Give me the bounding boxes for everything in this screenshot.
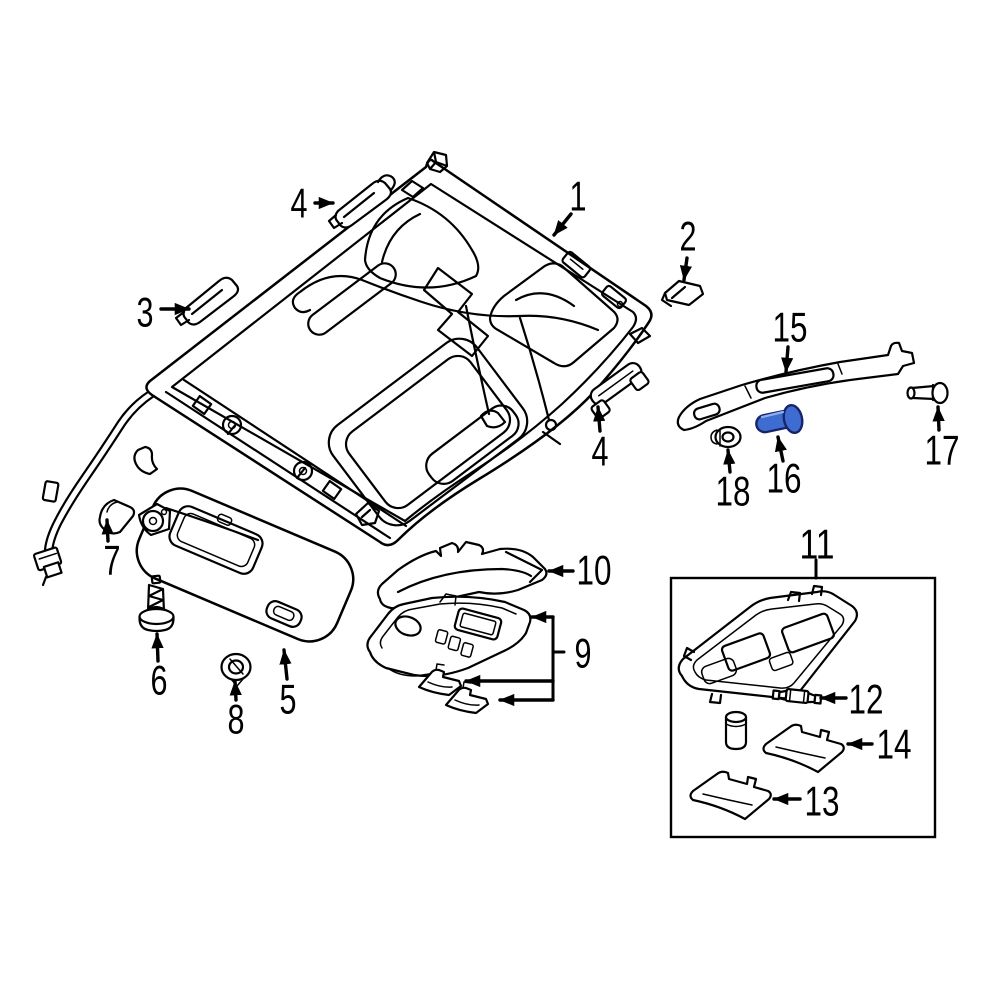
lamp-lens-13[interactable] [689, 770, 772, 821]
grab-handle-4-bottom[interactable] [583, 360, 651, 420]
console-lamp-opening [394, 615, 422, 637]
svg-text:10: 10 [577, 547, 612, 594]
lamp-bulb-cylinder[interactable] [724, 710, 748, 751]
svg-text:7: 7 [104, 537, 121, 584]
svg-text:4: 4 [291, 180, 308, 227]
fastener-ring-a [221, 414, 243, 436]
callout-10[interactable]: 10 [547, 547, 612, 594]
overhead-console-9[interactable] [366, 593, 532, 678]
callout-17[interactable]: 17 [925, 405, 960, 474]
callout-5[interactable]: 5 [279, 648, 297, 723]
dome-recess [363, 196, 480, 289]
screw-sheen [760, 410, 785, 419]
stepped-reinforcement [422, 266, 490, 358]
screw-dot [616, 300, 624, 308]
edge-tabs [133, 150, 652, 527]
svg-text:11: 11 [800, 521, 835, 568]
harness-grommet [544, 418, 558, 432]
grommet-18[interactable] [710, 425, 742, 449]
grab-handle-4-top[interactable] [327, 174, 396, 230]
visor-mount-hole-b [321, 479, 343, 501]
map-pocket [307, 262, 397, 336]
sun-visor[interactable] [127, 479, 362, 650]
console-display [453, 607, 503, 641]
callout-11[interactable]: 11 [800, 521, 835, 580]
sunroof-opening [327, 337, 529, 527]
callout-13[interactable]: 13 [772, 778, 840, 825]
visor-mount-hole-a [191, 394, 213, 416]
visor-clip-notch [265, 600, 303, 628]
callout-6[interactable]: 6 [151, 632, 168, 704]
visor-clip-7[interactable] [98, 498, 136, 535]
harness-wire [291, 274, 600, 422]
callout-18[interactable]: 18 [716, 448, 751, 515]
grab-handle-3[interactable] [174, 276, 240, 327]
callout-16[interactable]: 16 [767, 435, 802, 502]
callout-12[interactable]: 12 [819, 676, 884, 723]
visor-screw-6[interactable] [138, 574, 175, 633]
wire [43, 390, 156, 554]
fastener-ring-b [292, 460, 314, 482]
headliner-outline [145, 158, 653, 547]
group-11-box [669, 576, 937, 839]
visor-rod [164, 506, 260, 542]
svg-text:3: 3 [137, 289, 154, 336]
svg-text:12: 12 [849, 676, 884, 723]
svg-text:8: 8 [228, 696, 245, 743]
festoon-bulb-12[interactable] [771, 687, 823, 705]
callout-2[interactable]: 2 [680, 213, 697, 282]
highlighted-screw-16[interactable] [755, 403, 805, 435]
svg-text:16: 16 [767, 455, 802, 502]
pillar-trim-15[interactable] [676, 341, 916, 432]
screw-flange [138, 607, 175, 626]
svg-text:6: 6 [151, 657, 168, 704]
screw-head [782, 403, 804, 435]
clip-seat-b [601, 284, 627, 310]
headliner-panel[interactable] [133, 150, 653, 547]
rear-recess [488, 262, 619, 368]
svg-text:5: 5 [280, 676, 297, 723]
console-buttons [434, 629, 474, 658]
drop-wire-harness[interactable] [32, 390, 156, 587]
lamp-lens-14[interactable] [762, 723, 845, 774]
callout-14[interactable]: 14 [846, 721, 912, 768]
wire-clip [41, 480, 60, 503]
front-band-lines [164, 378, 408, 540]
clip-seat-a [561, 250, 592, 279]
console-lens-b[interactable] [444, 681, 490, 715]
map-lamp-housing[interactable] [677, 584, 859, 705]
callout-4-top[interactable]: 4 [291, 180, 335, 227]
callout-1[interactable]: 1 [552, 173, 587, 237]
rear-band [425, 404, 520, 485]
headliner-inner-line [170, 182, 638, 523]
console-lens-a[interactable] [417, 663, 463, 697]
push-pin-17[interactable] [906, 381, 949, 405]
svg-text:13: 13 [805, 778, 840, 825]
svg-text:14: 14 [877, 721, 912, 768]
callout-9[interactable]: 9 [464, 610, 592, 707]
retainer-clip-2[interactable] [660, 279, 705, 308]
housing-tabs [682, 584, 824, 705]
svg-text:2: 2 [680, 213, 697, 260]
callout-7[interactable]: 7 [101, 518, 121, 584]
svg-text:4: 4 [592, 428, 609, 475]
callout-15[interactable]: 15 [773, 304, 808, 374]
svg-text:17: 17 [925, 427, 960, 474]
callout-8[interactable]: 8 [228, 679, 245, 743]
callout-4-bottom[interactable]: 4 [592, 405, 609, 475]
wire-connector [32, 546, 63, 579]
callout-3[interactable]: 3 [137, 289, 191, 336]
svg-text:1: 1 [570, 173, 587, 220]
svg-text:18: 18 [716, 468, 751, 515]
console-bracket-10[interactable] [376, 540, 548, 610]
svg-text:9: 9 [575, 630, 592, 677]
svg-text:15: 15 [773, 304, 808, 351]
